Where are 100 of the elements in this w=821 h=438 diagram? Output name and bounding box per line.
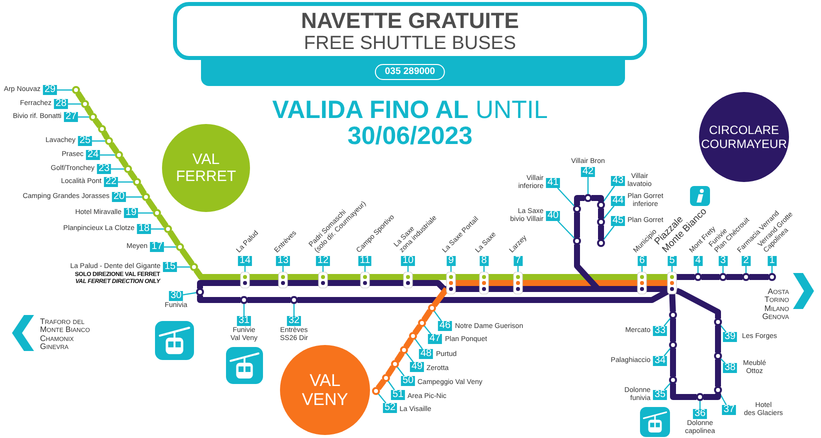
route-line <box>412 324 423 335</box>
stop-number-badge: 14 <box>238 256 252 266</box>
route-line <box>127 170 138 181</box>
stop-marker-icon <box>360 272 370 288</box>
stop-number-badge: 45 <box>610 216 626 226</box>
stop-number-badge: 27 <box>64 112 78 122</box>
route-line <box>376 378 386 390</box>
stop-dot-icon <box>89 113 97 121</box>
route-line <box>412 280 447 292</box>
route-line <box>701 274 720 280</box>
route-line <box>84 105 94 116</box>
route-line <box>394 351 405 363</box>
stop-number-badge: 40 <box>546 211 560 221</box>
route-line <box>421 309 433 322</box>
stop-number-badge: 7 <box>514 256 522 266</box>
stop-number-badge: 48 <box>418 349 434 359</box>
stop-number-badge: 49 <box>410 362 424 372</box>
route-line <box>749 274 769 280</box>
route-line <box>432 287 449 308</box>
leader-line <box>68 103 82 105</box>
leader-line <box>602 186 615 203</box>
stop-dot-icon <box>124 165 132 173</box>
stop-dot-icon <box>714 318 722 326</box>
stop-dot-icon <box>418 319 426 327</box>
route-name-circle: CIRCOLARE COURMAYEUR <box>699 92 789 182</box>
stop-dot-icon <box>694 273 702 281</box>
stop-marker-icon <box>240 272 250 288</box>
route-line <box>591 195 604 202</box>
route-line <box>288 274 318 280</box>
stop-dot-icon <box>105 137 113 145</box>
stop-dot-icon <box>597 201 605 209</box>
destination-text: Aosta Torino Milano Genova <box>762 288 789 322</box>
stop-dot-icon <box>133 178 141 186</box>
stop-number-badge: 41 <box>546 178 560 188</box>
route-line <box>726 274 743 280</box>
route-line <box>197 295 241 303</box>
stop-number-badge: 22 <box>104 177 118 187</box>
stop-number-badge: 37 <box>722 405 736 415</box>
stop-dot-icon <box>176 243 184 251</box>
route-line <box>456 286 480 292</box>
stop-dot-icon <box>719 273 727 281</box>
leader-line <box>388 380 395 390</box>
stop-marker-icon <box>637 272 647 294</box>
stop-number-badge: 12 <box>316 256 330 266</box>
title-text: NAVETTE GRATUITE <box>300 8 520 33</box>
stop-number-badge: 51 <box>390 390 406 400</box>
stop-number-badge: 47 <box>428 334 442 344</box>
stop-number-badge: 6 <box>638 256 646 266</box>
stop-number-badge: 44 <box>610 196 626 206</box>
route-line <box>385 365 396 377</box>
route-line <box>676 274 695 280</box>
leader-line <box>293 303 295 316</box>
stop-marker-icon <box>667 272 677 294</box>
stop-marker-icon <box>403 272 413 288</box>
stop-dot-icon <box>190 263 198 271</box>
route-line <box>403 337 414 349</box>
route-line <box>669 294 676 312</box>
stop-number-badge: 38 <box>722 363 738 373</box>
leader-line <box>434 310 442 322</box>
stop-marker-icon <box>318 272 328 288</box>
stop-marker-icon <box>446 272 456 294</box>
leader-line <box>396 366 405 376</box>
leader-line <box>719 392 727 406</box>
route-line <box>370 280 404 286</box>
leader-line <box>378 393 386 404</box>
stop-number-badge: 18 <box>136 224 152 234</box>
route-line <box>136 183 147 196</box>
leader-line <box>126 196 143 198</box>
stop-number-badge: 20 <box>112 192 126 202</box>
route-line <box>522 280 638 286</box>
stop-dot-icon <box>669 341 677 349</box>
stop-number-badge: 33 <box>652 326 668 336</box>
route-line <box>92 118 102 128</box>
route-line <box>156 214 169 228</box>
leader-line <box>406 352 414 362</box>
stop-number-badge: 19 <box>124 208 138 218</box>
leader-line <box>243 303 245 316</box>
leader-line <box>177 266 191 268</box>
stop-dot-icon <box>164 225 172 233</box>
stop-number-badge: 15 <box>162 262 178 272</box>
leader-line <box>414 338 423 350</box>
route-line <box>145 198 158 212</box>
stop-dot-icon <box>597 239 605 247</box>
leader-line <box>138 212 154 214</box>
leader-line <box>111 168 125 170</box>
stop-marker-icon <box>278 272 288 288</box>
route-line <box>598 225 604 240</box>
stop-dot-icon <box>669 376 677 384</box>
title-panel <box>173 2 647 60</box>
stop-number-badge: 35 <box>652 390 668 400</box>
route-line <box>250 274 278 280</box>
leader-line <box>92 140 106 142</box>
stop-dot-icon <box>372 387 380 395</box>
stop-number-badge: 5 <box>668 256 676 266</box>
stop-dot-icon <box>391 360 399 368</box>
route-line <box>598 208 604 219</box>
route-line <box>456 280 480 286</box>
leader-line <box>557 188 576 207</box>
route-line <box>250 280 278 286</box>
route-line <box>247 297 291 303</box>
